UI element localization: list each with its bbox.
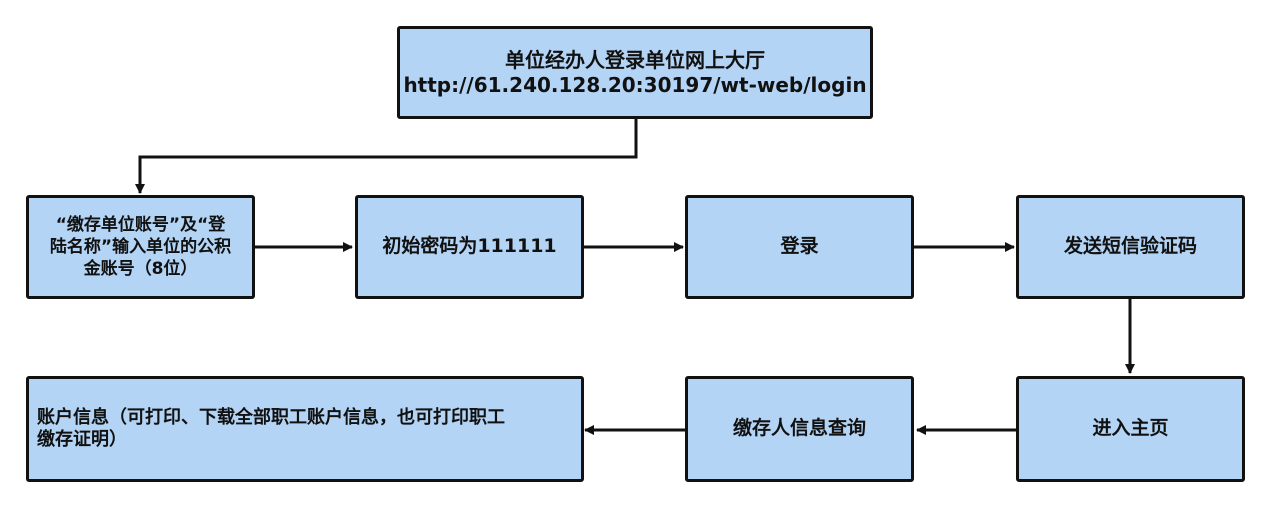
input-account-node: “缴存单位账号”及“登 陆名称”输入单位的公积 金账号（8位） (26, 195, 255, 299)
start-node-url: http://61.240.128.20:30197/wt-web/login (403, 72, 867, 97)
login-text: 登录 (780, 235, 819, 258)
account-info-line-2: 缴存证明） (37, 429, 127, 450)
sms-code-text: 发送短信验证码 (1063, 235, 1197, 258)
start-node: 单位经办人登录单位网上大厅 http://61.240.128.20:30197… (397, 26, 873, 119)
initial-password-node: 初始密码为111111 (355, 195, 584, 299)
depositor-query-node: 缴存人信息查询 (685, 376, 914, 482)
input-account-line-1: “缴存单位账号”及“登 (55, 214, 226, 235)
sms-code-node: 发送短信验证码 (1016, 195, 1245, 299)
depositor-query-text: 缴存人信息查询 (732, 417, 866, 440)
initial-password-text: 初始密码为111111 (382, 235, 557, 258)
account-info-line-1: 账户信息（可打印、下载全部职工账户信息，也可打印职工 (37, 406, 505, 428)
home-text: 进入主页 (1092, 417, 1169, 440)
input-account-line-3: 金账号（8位） (83, 259, 198, 280)
arrow-start-to-input (135, 119, 638, 194)
home-node: 进入主页 (1016, 376, 1245, 482)
account-info-node: 账户信息（可打印、下载全部职工账户信息，也可打印职工 缴存证明） (26, 376, 584, 482)
login-node: 登录 (685, 195, 914, 299)
input-account-line-2: 陆名称”输入单位的公积 (49, 236, 232, 257)
start-node-title: 单位经办人登录单位网上大厅 (505, 47, 765, 72)
